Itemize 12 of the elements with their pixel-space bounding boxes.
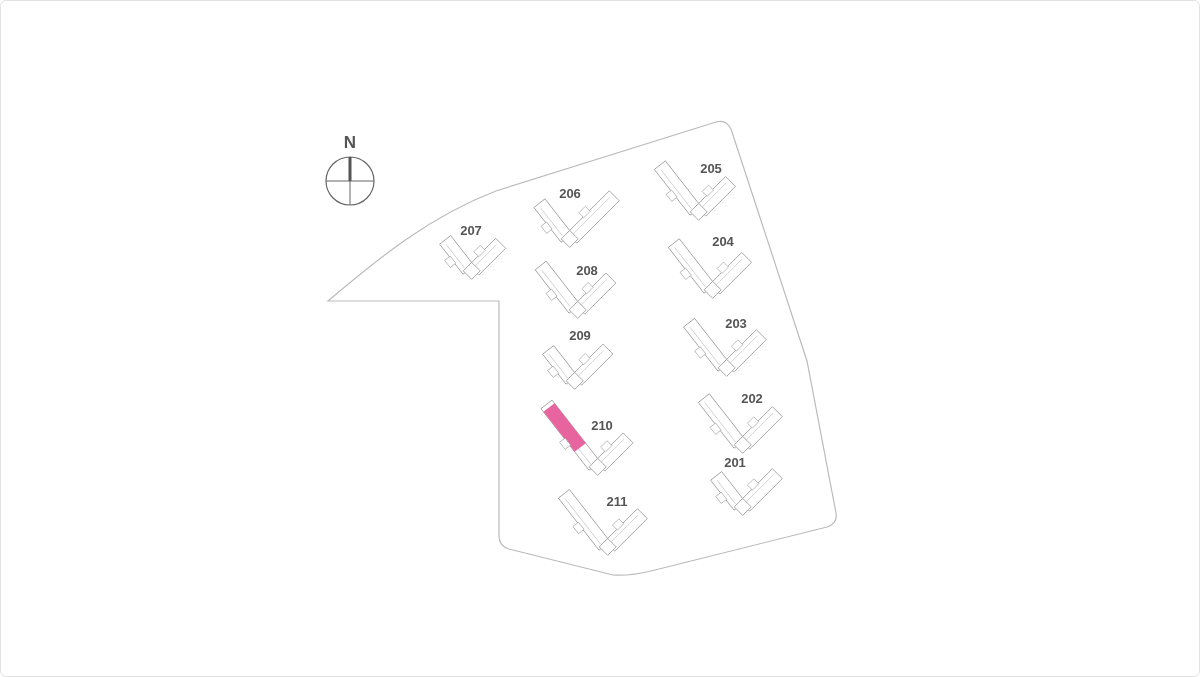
building-number: 211 <box>606 493 628 509</box>
building-number: 203 <box>725 315 747 331</box>
building-number: 207 <box>460 222 482 238</box>
building-number: 202 <box>741 390 763 406</box>
building-number: 205 <box>700 160 722 176</box>
building-number: 206 <box>559 185 581 201</box>
building-number: 201 <box>724 454 746 470</box>
building-number: 208 <box>576 262 598 278</box>
building-number: 204 <box>712 233 734 249</box>
building-number: 210 <box>591 417 613 433</box>
building-number: 209 <box>569 327 591 343</box>
north-label: N <box>343 133 357 153</box>
